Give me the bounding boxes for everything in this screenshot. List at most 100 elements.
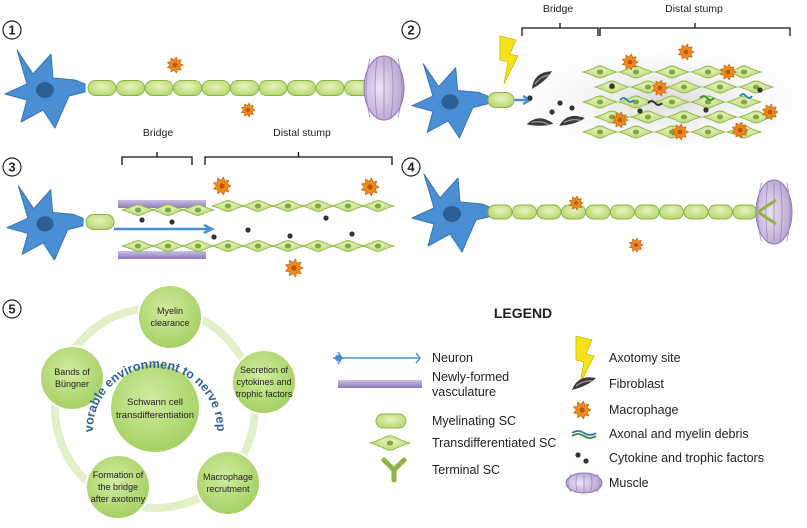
transdifferentiated-sc-nucleus <box>164 207 172 213</box>
transdifferentiated-sc <box>360 240 396 252</box>
muscle-fiber <box>390 58 394 118</box>
panel-number-text: 5 <box>8 302 15 317</box>
neuron-icon <box>333 351 421 365</box>
macrophage-icon <box>213 176 232 196</box>
legend-myelinating-sc <box>375 413 407 429</box>
transdifferentiated-sc-nucleus <box>386 440 394 446</box>
macrophage-nucleus <box>219 183 225 189</box>
cytokine-dot <box>287 233 293 239</box>
transdifferentiated-sc-nucleus <box>284 203 292 209</box>
cycle-node-circle <box>231 349 297 415</box>
muscle-icon <box>363 55 405 121</box>
fibroblast-highlight <box>531 121 549 126</box>
myelinating-sc <box>258 80 288 96</box>
legend-neuron-dot <box>334 354 342 362</box>
debris-fragment <box>647 100 663 106</box>
bracket <box>599 23 791 36</box>
transdifferentiated-sc-nucleus <box>134 207 142 213</box>
panel-number-circle <box>2 299 22 319</box>
transdifferentiated-sc <box>689 95 727 109</box>
transdifferentiated-sc-nucleus <box>596 129 604 135</box>
myelinating-sc <box>87 80 117 96</box>
cycle-node-label: Bands of <box>54 367 90 377</box>
muscle-fiber <box>374 58 378 118</box>
legend-label: Cytokine and trophic factors <box>609 451 764 465</box>
cycle-node-label: Büngner <box>55 379 89 389</box>
fibroblast-highlight <box>575 380 593 387</box>
fibroblast-icon <box>531 71 553 89</box>
transdifferentiated-sc <box>737 110 775 124</box>
transdifferentiated-sc <box>210 240 246 252</box>
macrophage-nucleus <box>683 49 689 55</box>
legend-label: Neuron <box>432 351 473 365</box>
transdifferentiated-sc <box>300 240 336 252</box>
transdifferentiated-sc <box>629 110 667 124</box>
regenerating-axon <box>114 223 215 235</box>
transdifferentiated-sc-nucleus <box>632 129 640 135</box>
myelinating-sc <box>585 204 611 220</box>
muscle-fiber <box>365 58 371 118</box>
panel-number-text: 2 <box>407 23 414 38</box>
cycle-node-label: Macrophage <box>203 472 253 482</box>
muscle-fiber <box>786 182 791 242</box>
cytokine-dot <box>169 219 175 225</box>
transdifferentiated-sc <box>330 200 366 212</box>
transdifferentiated-sc <box>270 200 306 212</box>
transdifferentiated-sc <box>653 95 691 109</box>
transdifferentiated-sc-nucleus <box>254 203 262 209</box>
transdifferentiated-sc <box>270 240 306 252</box>
transdifferentiated-sc-nucleus <box>224 243 232 249</box>
transdifferentiated-sc-nucleus <box>164 243 172 249</box>
transdifferentiated-sc <box>581 65 619 79</box>
transdifferentiated-sc <box>180 240 216 252</box>
myelinating-sc <box>173 80 202 96</box>
fibroblast-icon <box>559 115 585 126</box>
panel-number: 1 <box>2 20 22 40</box>
debris-icon <box>571 430 597 439</box>
vasculature-icon <box>118 200 206 208</box>
transdifferentiated-sc-nucleus <box>668 69 676 75</box>
cycle-node-label: recrutment <box>206 484 250 494</box>
macrophage-icon <box>678 43 695 61</box>
panel-number-circle <box>2 157 22 177</box>
muscle-fiber <box>567 473 572 493</box>
transdifferentiated-sc-nucleus <box>284 243 292 249</box>
muscle-fiber <box>589 473 593 493</box>
macrophage-icon <box>285 258 304 278</box>
transdifferentiated-sc-nucleus <box>668 99 676 105</box>
cytokine-dot <box>637 108 643 114</box>
transdifferentiated-sc <box>210 200 246 212</box>
cycle-node-circle <box>39 345 105 411</box>
cycle-node-circle <box>137 284 203 350</box>
macrophage-icon <box>241 102 256 118</box>
neuron-icon <box>411 63 489 139</box>
transdifferentiated-sc <box>330 240 366 252</box>
cycle-node-label: Formation of <box>93 470 144 480</box>
transdifferentiated-sc-nucleus <box>740 69 748 75</box>
cycle-node-label: clearance <box>150 318 189 328</box>
legend-title: LEGEND <box>494 305 552 321</box>
transdifferentiated-sc-nucleus <box>632 69 640 75</box>
debris-fragment <box>619 97 635 103</box>
transdifferentiated-sc <box>581 95 619 109</box>
macrophage-nucleus <box>633 242 639 248</box>
distal-stump-label: Distal stump <box>273 127 331 139</box>
myelinating-sc <box>683 204 709 220</box>
legend-label: Macrophage <box>609 403 679 417</box>
bracket <box>204 152 393 165</box>
legend-vasculature-bar <box>338 380 422 388</box>
legend-label: vasculature <box>432 385 496 399</box>
macrophage-nucleus <box>617 117 623 123</box>
macrophage-nucleus <box>657 85 663 91</box>
cytokine-dot <box>609 83 615 89</box>
legend-terminal-sc <box>381 457 407 483</box>
cytokine-dot <box>549 109 555 115</box>
legend-label: Axotomy site <box>609 351 681 365</box>
transdifferentiated-sc-nucleus <box>134 243 142 249</box>
cycle-center-text: Schwann cell <box>127 397 183 408</box>
transdifferentiated-sc <box>120 240 156 252</box>
transdifferentiated-sc <box>725 95 763 109</box>
